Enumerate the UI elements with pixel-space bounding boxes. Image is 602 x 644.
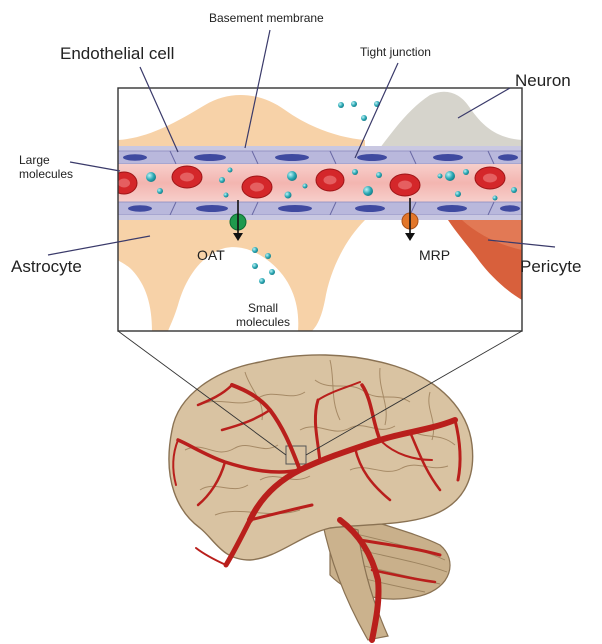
basement-membrane-top xyxy=(118,146,522,151)
label-astrocyte: Astrocyte xyxy=(11,257,82,277)
basement-membrane-bottom xyxy=(118,215,522,220)
label-tight-junction: Tight junction xyxy=(360,46,431,60)
label-neuron: Neuron xyxy=(515,71,571,91)
label-basement-membrane: Basement membrane xyxy=(209,12,324,26)
zoom-box xyxy=(111,88,522,331)
label-oat: OAT xyxy=(197,247,225,263)
label-small-molecules: Small molecules xyxy=(236,302,290,330)
label-mrp: MRP xyxy=(419,247,450,263)
label-pericyte: Pericyte xyxy=(520,257,581,277)
label-large-molecules: Large molecules xyxy=(19,154,73,182)
label-endothelial-cell: Endothelial cell xyxy=(60,44,174,64)
